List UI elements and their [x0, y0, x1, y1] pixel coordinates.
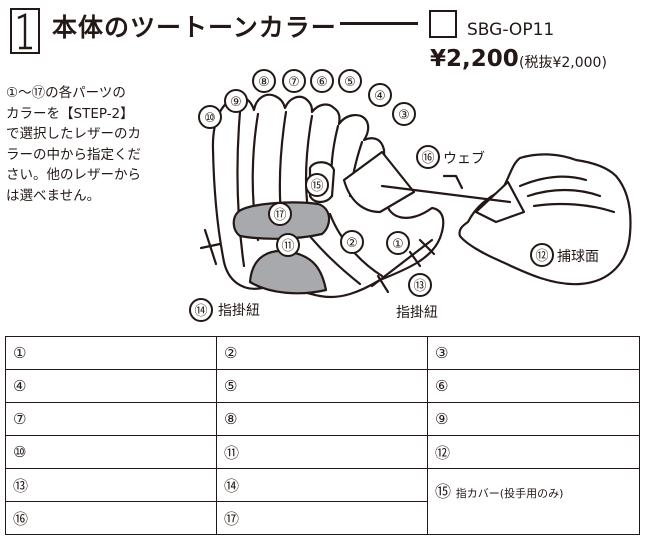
section-title: 本体のツートーンカラー: [52, 13, 337, 42]
web-label: ウェブ: [443, 151, 485, 167]
description-line: ラーの中から指定くだ: [6, 146, 141, 163]
product-code: SBG-OP11: [467, 20, 555, 40]
callout-label: ⑭: [194, 304, 207, 319]
glove-illustration: ① ② ③ ④ ⑤ ⑥ ⑦ ⑧ ⑨ ⑩ ⑪ ⑫ ⑬ ⑭ ⑮ ⑯ ⑰: [189, 69, 632, 322]
callout-label: ⑧: [258, 75, 270, 90]
callout-label: ②: [346, 236, 358, 251]
table-cell[interactable]: ⑪: [216, 435, 428, 469]
table-cell-15[interactable]: ⑮ 指カバー(投手用のみ): [427, 468, 640, 535]
table-cell[interactable]: ⑯: [5, 501, 217, 535]
table-cell[interactable]: ①: [5, 336, 217, 370]
heel-shape: [248, 250, 328, 295]
callout-marker: [224, 89, 248, 113]
description-line: で選択したレザーのカ: [6, 126, 141, 142]
callout-label: ⑥: [316, 75, 328, 90]
table-row: ⑦ ⑧ ⑨: [5, 402, 640, 436]
callout-label: ⑨: [230, 95, 242, 110]
description-line: カラーを【STEP-2】: [6, 105, 134, 122]
description: ①〜⑰の各パーツの カラーを【STEP-2】 で選択したレザーのカ ラーの中から…: [6, 83, 166, 206]
callout-marker: [310, 69, 334, 93]
callout-label: ⑮: [310, 179, 323, 194]
table-cell[interactable]: ⑩: [5, 435, 217, 469]
description-line: ①〜⑰の各パーツの: [6, 85, 126, 101]
price-tax-note: (税抜¥2,000): [519, 55, 607, 71]
table-cell[interactable]: ⑰: [216, 501, 428, 535]
table-cell[interactable]: ⑬: [5, 468, 217, 502]
table-row: ⑩ ⑪ ⑫: [5, 435, 640, 469]
description-line: は選べません。: [6, 187, 101, 204]
callout-label: ⑤: [344, 75, 356, 90]
table-cell[interactable]: ⑧: [216, 402, 428, 436]
table-cell[interactable]: ⑥: [427, 369, 640, 403]
callout-marker: [189, 298, 213, 322]
callout-marker: [252, 69, 276, 93]
table-row: ⑬ ⑭ ⑮ 指カバー(投手用のみ): [5, 468, 640, 535]
parts-color-table: ① ② ③ ④ ⑤ ⑥ ⑦ ⑧ ⑨ ⑩ ⑪ ⑫ ⑬ ⑭ ⑮ 指カバー(投手用のみ…: [5, 336, 640, 535]
title-divider: [340, 22, 418, 25]
callout-marker: [368, 83, 392, 107]
callout-marker: [408, 273, 432, 297]
table-cell[interactable]: ⑭: [216, 468, 428, 502]
open-glove-outline: [458, 153, 632, 286]
callout-label: ⑰: [273, 208, 286, 223]
table-cell[interactable]: ②: [216, 336, 428, 370]
callout-label: ⑩: [204, 111, 216, 126]
callout-marker: [530, 243, 554, 267]
table-cell[interactable]: ⑫: [427, 435, 640, 469]
callout-label: ⑫: [535, 249, 548, 264]
callout-marker: [338, 69, 362, 93]
web-shape: [342, 150, 416, 214]
table-cell[interactable]: ④: [5, 369, 217, 403]
catch-face-label: 捕球面: [557, 249, 599, 265]
description-line: さい。他のレザーから: [6, 167, 141, 183]
callout-marker: [282, 69, 306, 93]
section-number-icon: [10, 8, 40, 54]
part-number: ⑮: [435, 482, 452, 501]
open-web-shape: [474, 180, 526, 224]
finger-lace-label-left: 指掛紐: [218, 303, 260, 319]
callout-marker: [386, 231, 410, 255]
finger-lace-label-right: 指掛紐: [396, 305, 438, 321]
callout-marker: [268, 202, 292, 226]
callout-marker: [276, 233, 300, 257]
option-checkbox[interactable]: [429, 10, 457, 38]
callout-label: ⑪: [281, 239, 294, 254]
table-cell[interactable]: ⑦: [5, 402, 217, 436]
price: ¥2,200: [430, 46, 519, 72]
callout-label: ④: [374, 89, 386, 104]
callout-marker: [392, 102, 416, 126]
table-cell[interactable]: ⑤: [216, 369, 428, 403]
table-cell[interactable]: ⑨: [427, 402, 640, 436]
table-row: ⑯ ⑰: [5, 501, 640, 535]
callout-label: ⑯: [421, 151, 434, 166]
callout-label: ③: [398, 108, 410, 123]
callout-label: ⑦: [288, 75, 300, 90]
table-row: ④ ⑤ ⑥: [5, 369, 640, 403]
callout-marker: [340, 230, 364, 254]
part-15-note: 指カバー(投手用のみ): [455, 487, 564, 500]
callout-marker: [416, 145, 440, 169]
callout-label: ⑬: [413, 279, 426, 294]
table-cell[interactable]: ③: [427, 336, 640, 370]
callout-label: ①: [392, 237, 404, 252]
callout-marker: [198, 105, 222, 129]
callout-marker: [305, 173, 329, 197]
table-row: ① ② ③: [5, 336, 640, 370]
